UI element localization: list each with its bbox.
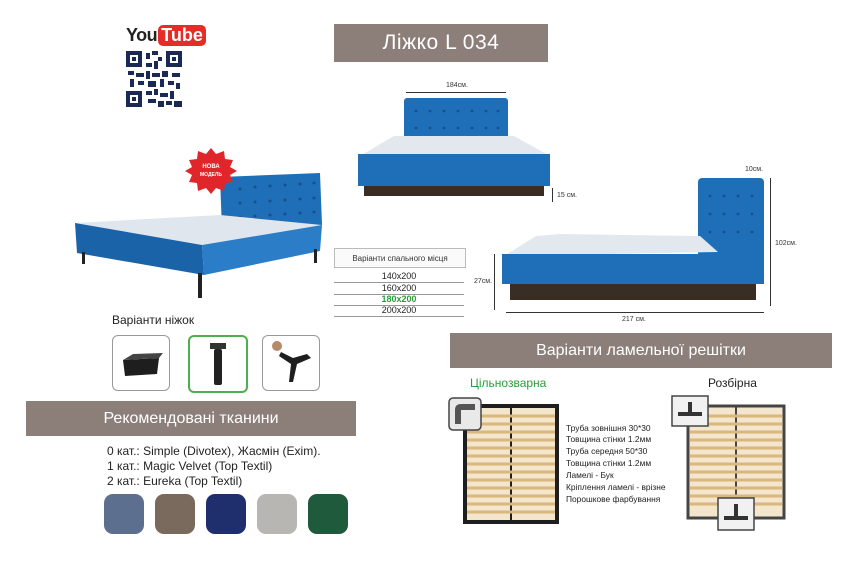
leg-option-tripod[interactable] <box>262 335 320 391</box>
fabric-category-0: 0 кат.: Simple (Divotex), Жасмін (Exim). <box>107 444 321 458</box>
side-height-line <box>770 178 771 306</box>
side-bed-height-label: 27см. <box>474 278 493 285</box>
front-width-line <box>406 92 506 93</box>
split-frame-image <box>671 395 786 531</box>
page-title: Ліжко L 034 <box>334 24 548 62</box>
lamel-spec-0: Труба зовнішня 30*30 <box>566 423 651 433</box>
fabric-swatch-brown[interactable] <box>155 494 195 534</box>
lamel-spec-5: Кріплення ламелі - врізне <box>566 482 666 492</box>
leg-tripod-icon <box>272 341 311 382</box>
size-option-200: 200x200 <box>334 305 464 317</box>
youtube-you-text: You <box>126 25 158 45</box>
front-leg-label: 15 см. <box>557 192 577 199</box>
fabric-swatch-navy[interactable] <box>206 494 246 534</box>
fabric-category-1: 1 кат.: Magic Velvet (Top Textil) <box>107 459 273 473</box>
leg-option-box[interactable] <box>112 335 170 391</box>
side-length-label: 217 см. <box>622 316 646 323</box>
leg-box-icon <box>123 353 163 376</box>
qr-code-icon[interactable] <box>126 51 182 107</box>
fabric-swatch-light-gray[interactable] <box>257 494 297 534</box>
side-length-line <box>506 312 764 313</box>
lamel-welded-label: Цільнозварна <box>470 376 547 390</box>
lamel-spec-4: Ламелі - Бук <box>566 470 614 480</box>
fabric-swatch-gray-blue[interactable] <box>104 494 144 534</box>
welded-frame-image <box>448 397 559 524</box>
bed-side-image <box>502 178 764 300</box>
lamel-spec-1: Товщина стінки 1.2мм <box>566 434 652 444</box>
leg-cylinder-icon <box>210 343 226 385</box>
sizes-title: Варіанти спального місця <box>334 248 466 268</box>
lamel-spec-2: Труба середня 50*30 <box>566 446 648 456</box>
fabrics-title: Рекомендовані тканини <box>26 401 356 436</box>
side-depth-label: 10см. <box>745 166 764 173</box>
front-width-label: 184см. <box>446 82 468 89</box>
new-model-badge <box>185 148 237 194</box>
size-option-180: 180x200 <box>334 294 464 306</box>
lamel-spec-6: Порошкове фарбування <box>566 494 661 504</box>
fabric-category-2: 2 кат.: Eureka (Top Textil) <box>107 474 243 488</box>
lamel-spec-3: Товщина стінки 1.2мм <box>566 458 652 468</box>
youtube-logo[interactable]: You Tube <box>126 25 206 46</box>
bed-front-image <box>358 98 550 196</box>
youtube-tube-text: Tube <box>158 25 206 46</box>
fabric-swatch-green[interactable] <box>308 494 348 534</box>
side-height-label: 102см. <box>775 240 797 247</box>
leg-option-cylinder[interactable] <box>188 335 248 393</box>
front-leg-line <box>552 188 553 202</box>
lamels-title: Варіанти ламельної решітки <box>450 333 832 368</box>
bed-perspective-image <box>75 173 322 298</box>
legs-title: Варіанти ніжок <box>112 313 195 327</box>
badge-line-model: МОДЕЛЬ <box>200 172 222 178</box>
lamel-split-label: Розбірна <box>708 376 757 390</box>
badge-line-new: НОВА <box>202 164 220 170</box>
side-bed-height-line <box>494 254 495 310</box>
size-option-140: 140x200 <box>334 271 464 283</box>
size-option-160: 160x200 <box>334 283 464 295</box>
